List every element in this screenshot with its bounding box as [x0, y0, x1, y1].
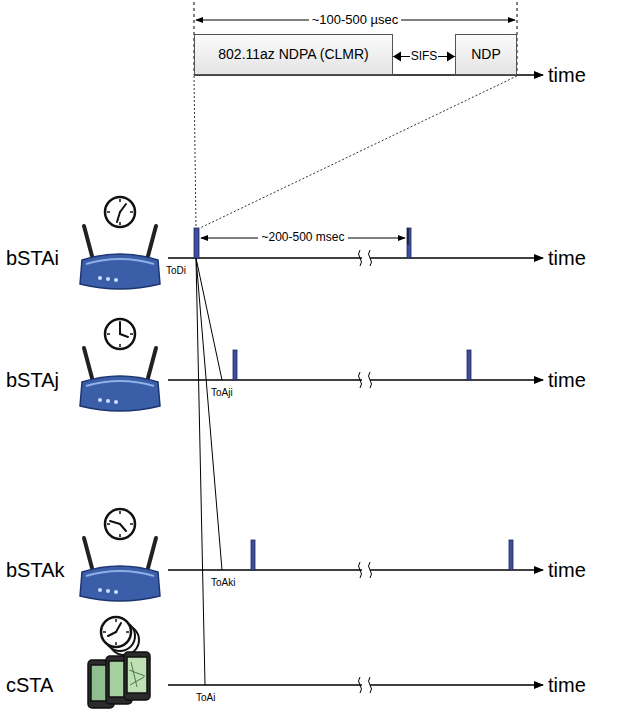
frame-box: NDP [455, 34, 517, 75]
interval-label: SIFS [410, 50, 439, 64]
time-mark: ToAji [211, 387, 233, 399]
station-name: bSTAj [6, 369, 59, 392]
frame-name: 802.11az NDPA (CLMR) [212, 44, 374, 65]
station-name: cSTA [6, 674, 53, 697]
duration-label: ~200-500 msec [258, 231, 347, 245]
station-name: bSTAi [6, 247, 59, 270]
frame-name: NDP [465, 44, 507, 65]
duration-label: ~100-500 µsec [309, 13, 402, 28]
axis-label: time [548, 247, 586, 270]
station-name: bSTAk [6, 559, 65, 582]
axis-label: time [548, 674, 586, 697]
time-mark: ToAki [211, 577, 235, 589]
time-mark: ToAi [196, 692, 215, 704]
axis-label: time [548, 559, 586, 582]
axis-label: time [548, 64, 586, 87]
axis-label: time [548, 369, 586, 392]
frame-box: 802.11az NDPA (CLMR) [194, 34, 393, 75]
time-mark: ToDi [166, 265, 186, 277]
